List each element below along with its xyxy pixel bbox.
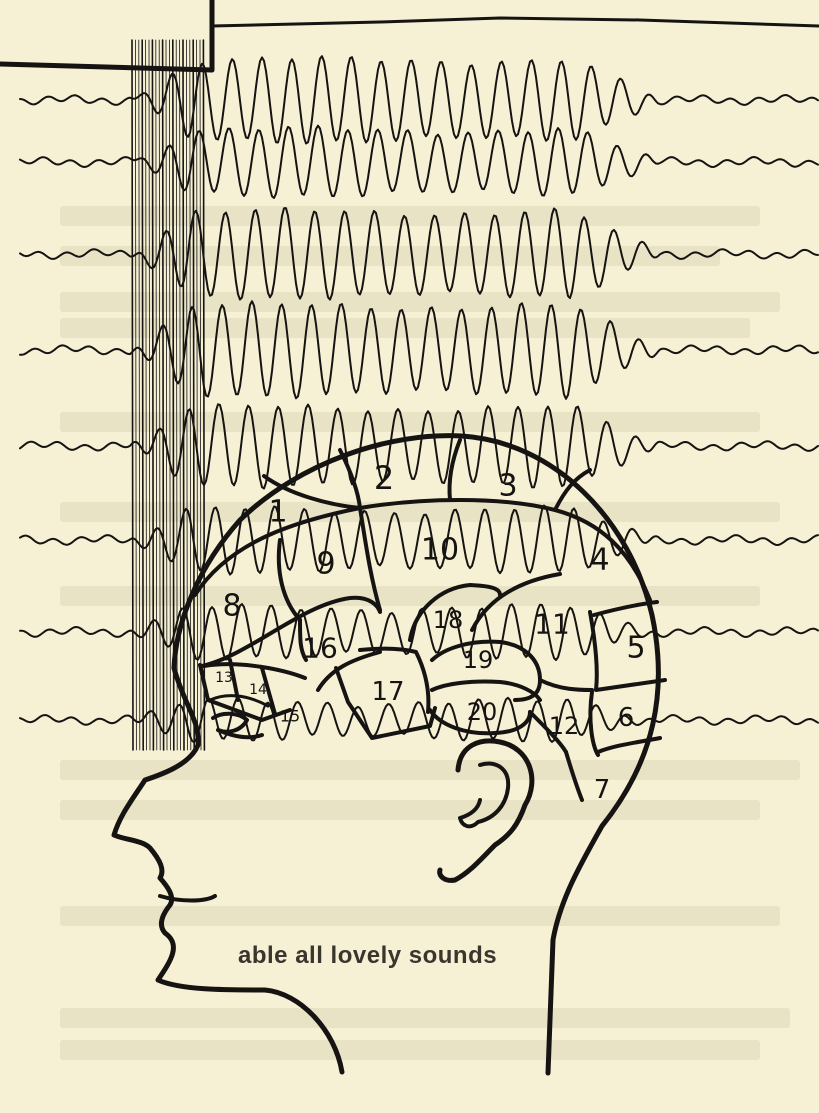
- region-label-18: 18: [433, 606, 464, 634]
- frame-top-line: [212, 18, 819, 26]
- eeg-artifact-stroke: [180, 40, 181, 750]
- eeg-artifact-stroke: [186, 40, 187, 750]
- eeg-trace: [20, 301, 818, 399]
- head-outline: [174, 436, 658, 1073]
- eeg-artifact-stroke: [200, 40, 201, 750]
- region-label-5: 5: [626, 631, 645, 666]
- region-label-20: 20: [467, 698, 498, 726]
- eeg-artifact-stroke: [197, 40, 198, 750]
- eeg-artifact-stroke: [190, 40, 191, 750]
- eeg-trace: [20, 208, 818, 300]
- eeg-artifact-stroke: [135, 40, 136, 750]
- region-label-13: 13: [215, 670, 233, 686]
- region-label-2: 2: [374, 459, 394, 497]
- region-label-4: 4: [590, 543, 609, 578]
- eeg-artifact-stroke: [139, 40, 140, 750]
- region-label-6: 6: [618, 703, 635, 733]
- eeg-artifact-stroke: [156, 40, 157, 750]
- eeg-traces: [20, 40, 818, 750]
- eeg-artifact-stroke: [146, 40, 147, 750]
- eeg-artifact-stroke: [173, 40, 174, 750]
- region-label-3: 3: [498, 469, 517, 504]
- region-label-12: 12: [549, 712, 580, 740]
- region-label-8: 8: [222, 589, 241, 624]
- frame-corner-line: [0, 0, 212, 70]
- region-label-15: 15: [280, 707, 300, 726]
- region-label-16: 16: [302, 632, 338, 665]
- mouth-line: [160, 896, 215, 901]
- region-label-7: 7: [594, 775, 611, 805]
- region-label-9: 9: [316, 547, 335, 582]
- region-label-1: 1: [268, 495, 287, 530]
- eeg-artifact-stroke: [142, 40, 143, 750]
- eeg-artifact-stroke: [203, 40, 204, 750]
- region-label-11: 11: [534, 608, 570, 641]
- eeg-artifact-stroke: [159, 40, 160, 750]
- eeg-artifact-stroke: [149, 40, 150, 750]
- ear-inner: [460, 764, 508, 827]
- eeg-artifact-stroke: [152, 40, 153, 750]
- eeg-artifact-stroke: [163, 40, 164, 750]
- eeg-artifact-stroke: [193, 40, 194, 750]
- eeg-artifact-stroke: [132, 40, 133, 750]
- eeg-artifact-stroke: [183, 40, 184, 750]
- region-label-19: 19: [463, 646, 494, 674]
- region-label-17: 17: [371, 677, 404, 707]
- region-label-10: 10: [421, 533, 459, 568]
- region-label-14: 14: [249, 682, 267, 698]
- eeg-trace: [20, 126, 818, 198]
